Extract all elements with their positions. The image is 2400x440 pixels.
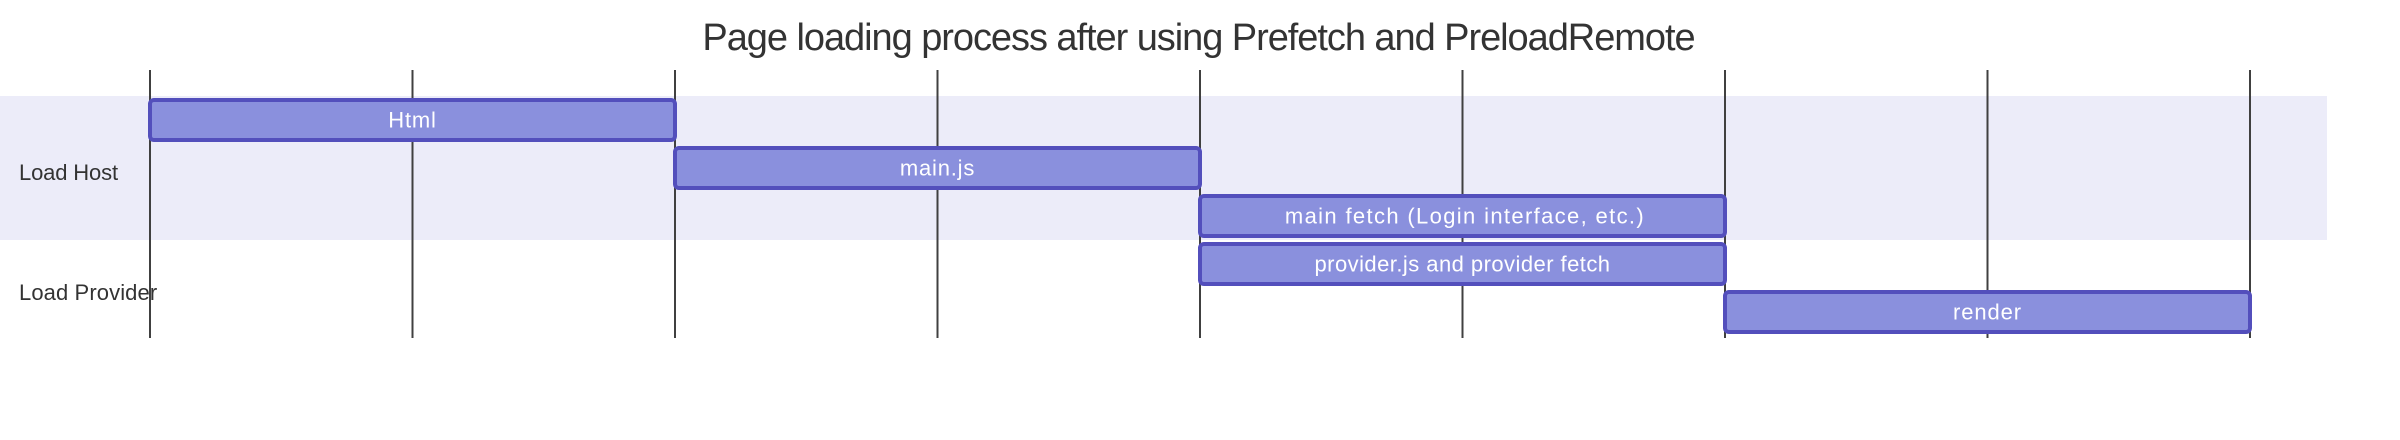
svg-text:Load Host: Load Host bbox=[19, 160, 118, 185]
svg-text:provider.js and provider fetch: provider.js and provider fetch bbox=[1315, 252, 1611, 277]
svg-text:Page loading process after usi: Page loading process after using Prefetc… bbox=[702, 17, 1694, 59]
svg-text:main.js: main.js bbox=[900, 156, 975, 181]
svg-text:main fetch (Login interface,: main fetch (Login interface, etc.) bbox=[1285, 204, 1645, 229]
svg-text:render: render bbox=[1953, 300, 2022, 325]
svg-text:Html: Html bbox=[388, 108, 436, 133]
svg-text:Load Provider: Load Provider bbox=[19, 280, 157, 305]
